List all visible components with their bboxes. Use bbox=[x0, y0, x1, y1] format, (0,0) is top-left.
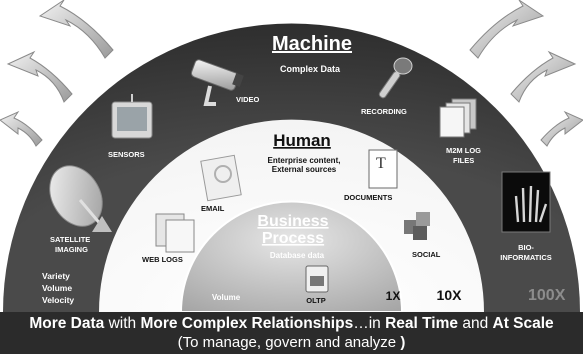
banner-text-in: …in bbox=[353, 315, 386, 332]
machine-scale: 100X bbox=[528, 287, 566, 304]
recording-label: RECORDING bbox=[361, 107, 407, 116]
sensors-label: SENSORS bbox=[108, 150, 145, 159]
email-icon bbox=[200, 154, 242, 202]
variety-label: Variety bbox=[42, 271, 70, 281]
volume-axis-label: Volume bbox=[212, 293, 241, 302]
banner-complex-relationships: More Complex Relationships bbox=[140, 315, 354, 332]
banner-text-and: and bbox=[458, 315, 493, 332]
documents-label: DOCUMENTS bbox=[344, 193, 392, 202]
arrow-icon bbox=[38, 0, 114, 59]
bio-label-line1: BIO- bbox=[518, 243, 534, 252]
business-title-line2: Process bbox=[262, 230, 324, 247]
arrow-icon bbox=[0, 110, 43, 147]
banner-line-2: (To manage, govern and analyze ) bbox=[0, 333, 583, 352]
web-logs-folder-icon bbox=[155, 213, 195, 253]
arrow-icon bbox=[510, 50, 577, 103]
satellite-dish-icon bbox=[49, 165, 112, 232]
social-icon bbox=[404, 212, 430, 240]
xray-hand-icon bbox=[501, 171, 551, 233]
web-logs-label: WEB LOGS bbox=[142, 255, 183, 264]
satellite-label-line2: IMAGING bbox=[55, 245, 88, 254]
svg-text:T: T bbox=[376, 155, 386, 172]
summary-banner: More Data with More Complex Relationship… bbox=[0, 312, 583, 354]
m2m-label-line2: FILES bbox=[453, 156, 474, 165]
log-files-icon bbox=[439, 98, 477, 138]
business-scale: 1X bbox=[386, 289, 401, 303]
m2m-label-line1: M2M LOG bbox=[446, 146, 481, 155]
machine-title: Machine bbox=[272, 33, 352, 55]
satellite-label-line1: SATELLITE bbox=[50, 235, 90, 244]
arrow-icon bbox=[540, 110, 583, 147]
sensor-device-icon bbox=[111, 94, 153, 139]
machine-subtitle: Complex Data bbox=[280, 64, 341, 74]
document-icon: T bbox=[368, 149, 398, 189]
email-label: EMAIL bbox=[201, 204, 225, 213]
banner-more-data: More Data bbox=[29, 315, 105, 332]
video-camera-icon bbox=[190, 59, 244, 106]
business-subtitle: Database data bbox=[270, 251, 325, 260]
banner-real-time: Real Time bbox=[385, 315, 459, 332]
microphone-icon bbox=[378, 57, 413, 99]
growth-arrows bbox=[0, 0, 583, 147]
arrow-icon bbox=[469, 0, 545, 59]
human-title: Human bbox=[273, 131, 331, 150]
oltp-label: OLTP bbox=[306, 296, 325, 305]
database-lock-icon bbox=[305, 265, 329, 293]
velocity-label: Velocity bbox=[42, 295, 74, 305]
banner-manage-text: (To manage, govern and analyze bbox=[177, 334, 401, 351]
human-subtitle-line2: External sources bbox=[272, 165, 337, 174]
volume-label: Volume bbox=[42, 283, 72, 293]
banner-at-scale: At Scale bbox=[492, 315, 554, 332]
human-scale: 10X bbox=[437, 287, 463, 303]
business-process-ring bbox=[179, 200, 404, 313]
banner-close-paren: ) bbox=[400, 334, 406, 351]
banner-line-1: More Data with More Complex Relationship… bbox=[0, 314, 583, 333]
bio-label-line2: INFORMATICS bbox=[500, 253, 552, 262]
arrow-icon bbox=[6, 50, 73, 103]
business-title-line1: Business bbox=[257, 213, 328, 230]
human-subtitle-line1: Enterprise content, bbox=[268, 156, 341, 165]
banner-text-with: with bbox=[104, 315, 141, 332]
social-label: SOCIAL bbox=[412, 250, 441, 259]
video-label: VIDEO bbox=[236, 95, 260, 104]
